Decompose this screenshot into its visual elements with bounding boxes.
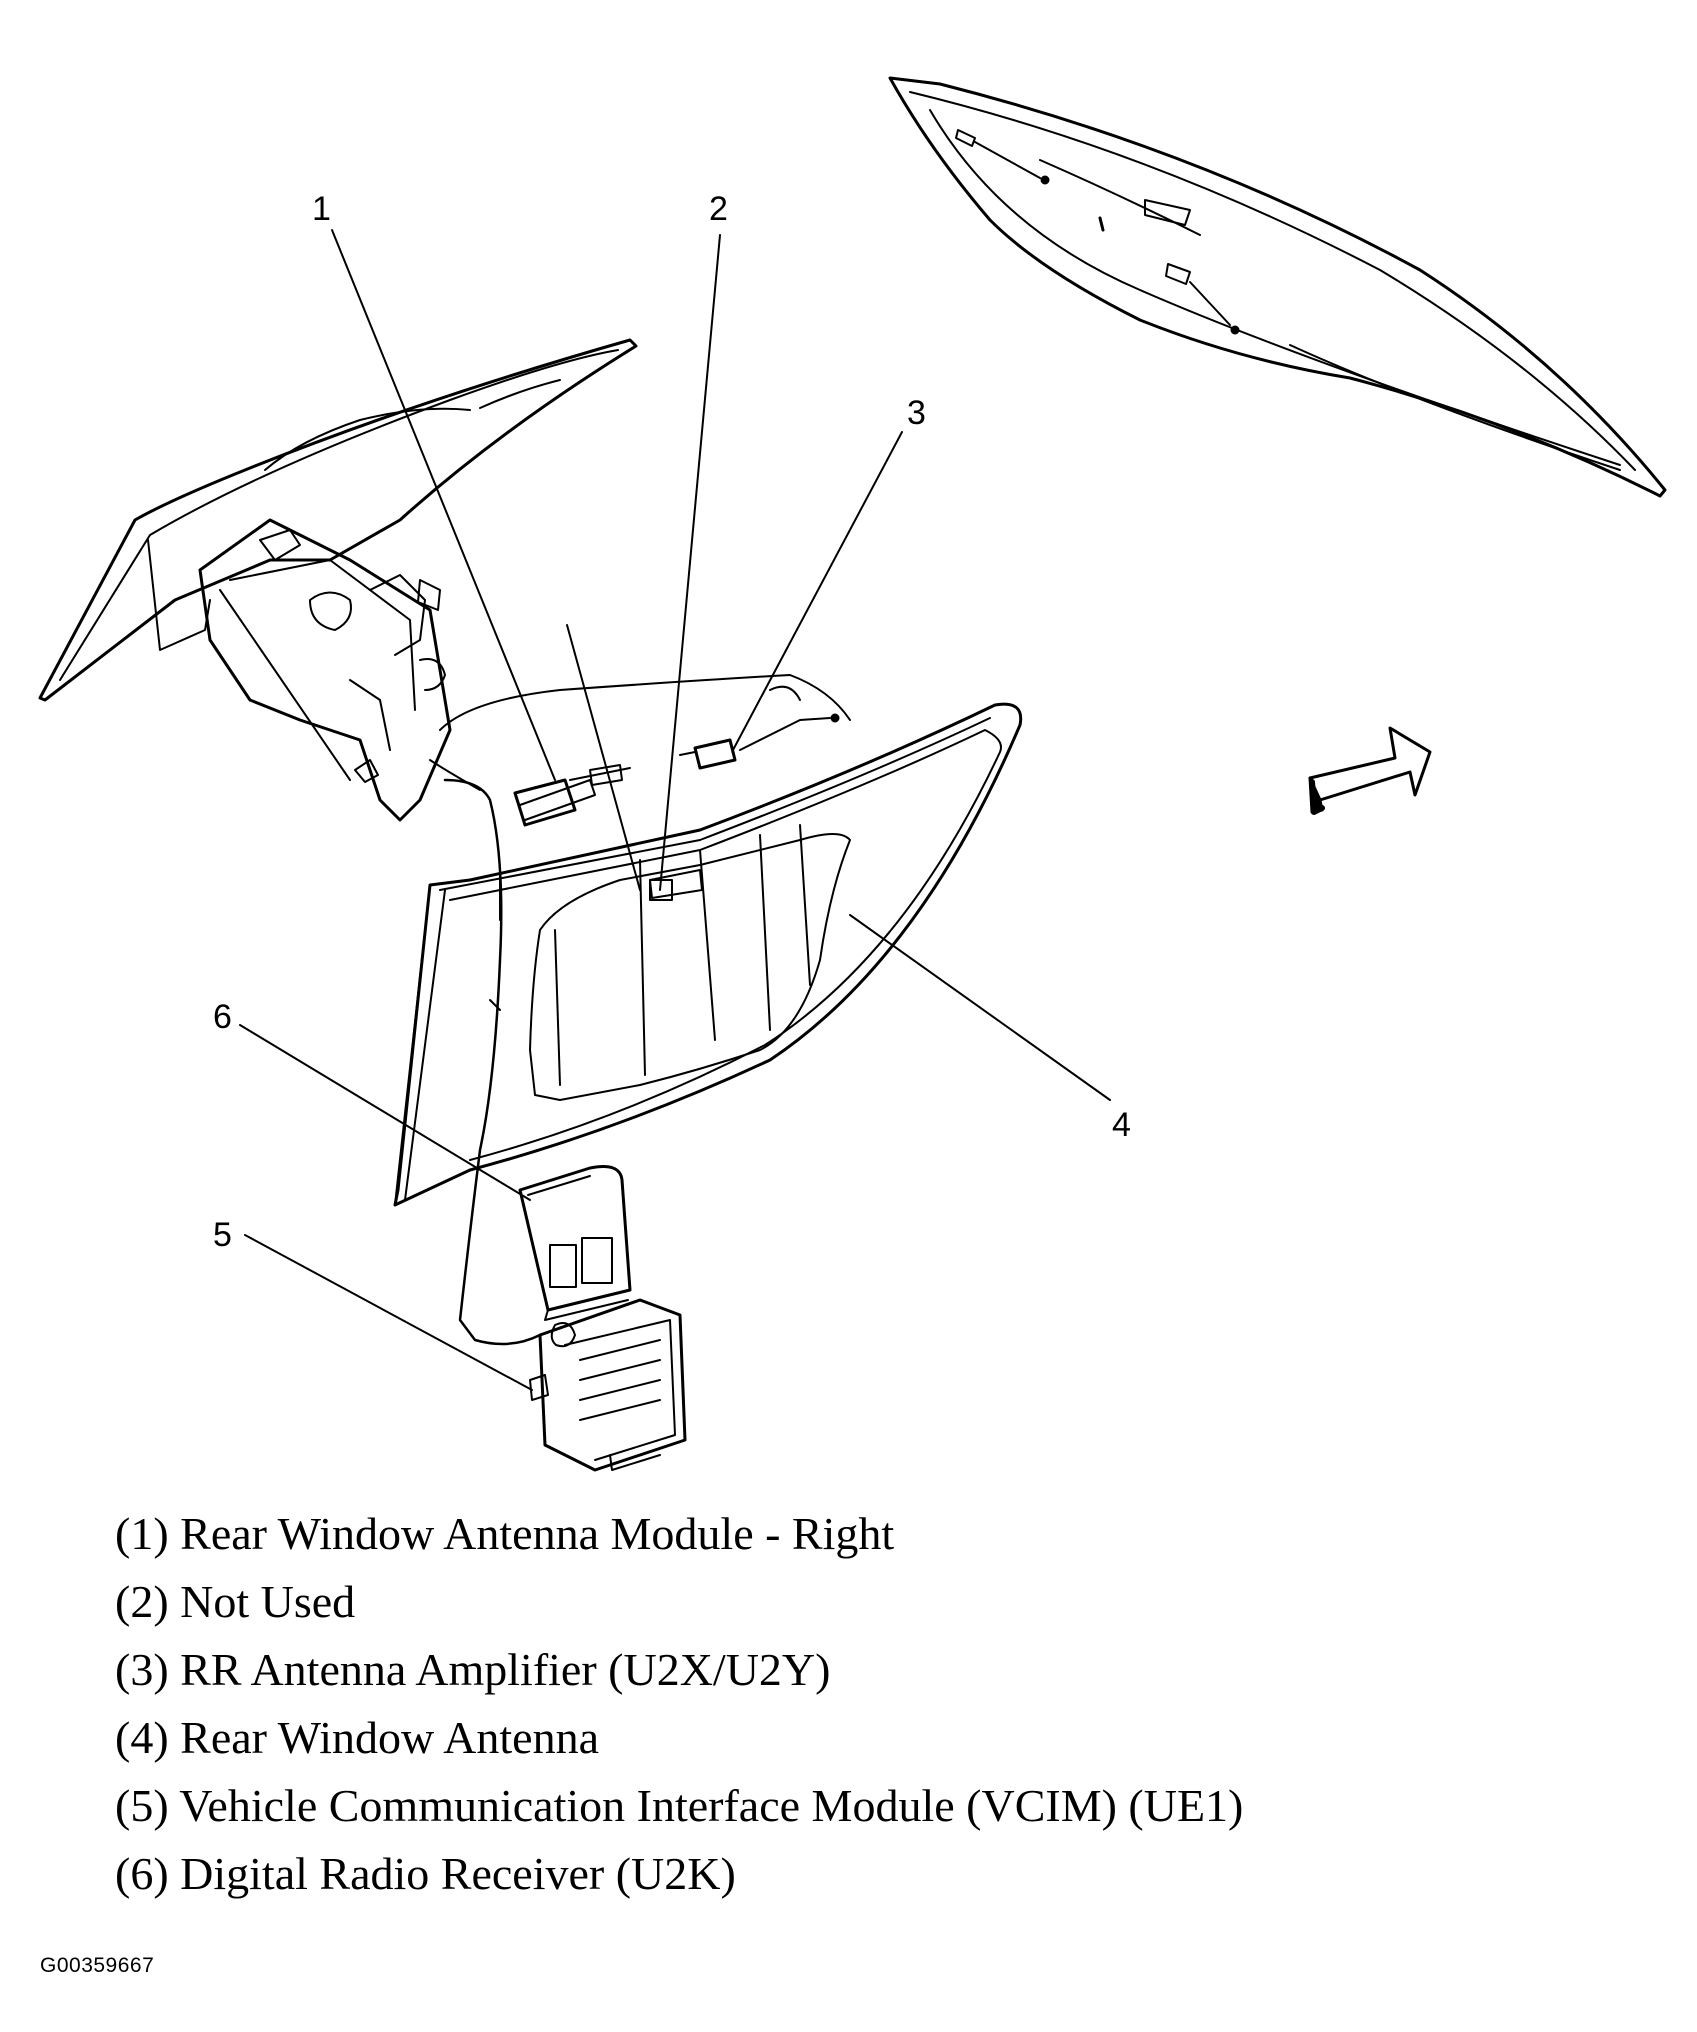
legend-item: (1) Rear Window Antenna Module - Right bbox=[115, 1508, 895, 1559]
callout-6: 6 bbox=[213, 998, 232, 1036]
rear-window-antenna-module bbox=[513, 764, 631, 827]
roof-headliner-curve bbox=[439, 674, 851, 731]
legend-item: (6) Digital Radio Receiver (U2K) bbox=[115, 1848, 736, 1899]
figure-id: G00359667 bbox=[40, 1954, 155, 1977]
legend-item: (5) Vehicle Communication Interface Modu… bbox=[115, 1780, 1244, 1831]
vcim-module bbox=[529, 1298, 687, 1472]
callout-1: 1 bbox=[312, 190, 331, 228]
callout-5: 5 bbox=[213, 1216, 232, 1254]
quarter-trim-panel bbox=[38, 338, 638, 702]
callout-4: 4 bbox=[1112, 1106, 1131, 1144]
antenna-coax-cable bbox=[443, 778, 542, 1346]
pillar-bracket-assembly bbox=[198, 518, 452, 822]
legend-item: (4) Rear Window Antenna bbox=[115, 1712, 600, 1763]
legend-item: (2) Not Used bbox=[115, 1576, 356, 1627]
callout-leader-lines bbox=[239, 229, 1111, 1391]
callout-2: 2 bbox=[709, 190, 728, 228]
antenna-mast-wire bbox=[566, 624, 641, 891]
rear-window-antenna-glass bbox=[393, 702, 1023, 1207]
antenna-component-diagram: 1 2 3 4 5 6 bbox=[38, 76, 1667, 1472]
forward-direction-arrow-icon bbox=[1308, 726, 1432, 815]
upper-bracket-cable bbox=[429, 759, 481, 791]
component-legend: (1) Rear Window Antenna Module - Right (… bbox=[115, 1500, 1615, 1908]
legend-item: (3) RR Antenna Amplifier (U2X/U2Y) bbox=[115, 1644, 831, 1695]
rear-glass-window bbox=[888, 76, 1667, 498]
digital-radio-receiver bbox=[518, 1165, 632, 1321]
callout-3: 3 bbox=[907, 394, 926, 432]
rr-antenna-amplifier bbox=[679, 685, 840, 770]
